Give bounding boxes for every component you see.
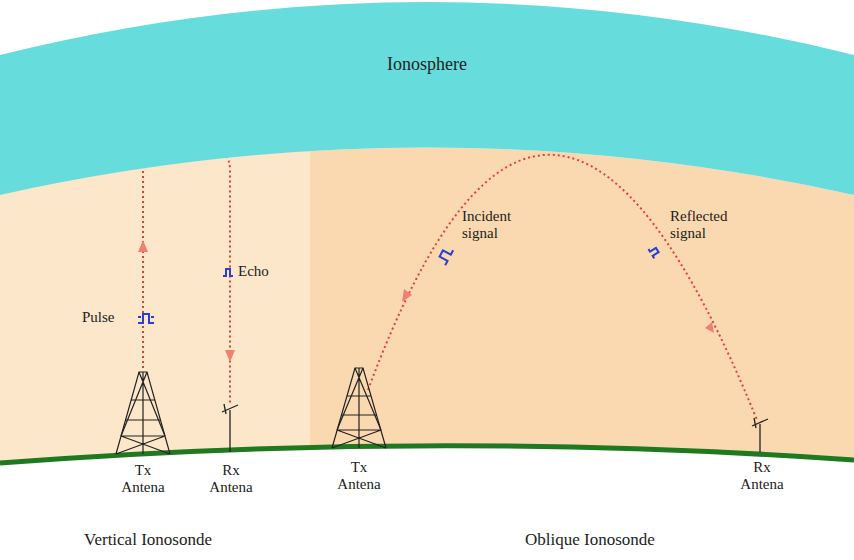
section-title: Vertical Ionosonde (48, 530, 248, 550)
arrow-head (138, 240, 148, 252)
sky-ground (0, 148, 854, 464)
rx-antenna (752, 418, 768, 452)
pulse-symbol (138, 314, 154, 323)
section-title: Oblique Ionosonde (480, 530, 700, 550)
band-title: Ionosphere (0, 54, 854, 75)
antenna-label: Rx Antena (204, 462, 258, 497)
antenna-label: Tx Antena (116, 462, 170, 497)
arrow-head (705, 322, 714, 333)
oblique-ray (368, 155, 757, 420)
earth-surface (0, 446, 854, 463)
arrow-head (402, 289, 412, 302)
band-shape (0, 0, 854, 200)
sky-left-panel (0, 148, 310, 464)
tx-tower (116, 372, 170, 454)
signal-label: Reflected signal (670, 208, 745, 243)
signal-label: Incident signal (462, 208, 532, 243)
antenna-label: Rx Antena (735, 459, 789, 494)
arrow-head (225, 350, 235, 362)
signal-label: Echo (238, 263, 288, 280)
reflected-symbol (648, 245, 660, 258)
rx-antenna (222, 404, 238, 452)
signal-label: Pulse (82, 309, 132, 326)
incident-symbol (437, 246, 453, 265)
antenna-label: Tx Antena (332, 459, 386, 494)
echo-symbol (223, 269, 233, 276)
ionosphere-band: Ionosphere (0, 0, 854, 200)
vertical-ray (143, 150, 230, 405)
tx-tower (332, 368, 386, 448)
